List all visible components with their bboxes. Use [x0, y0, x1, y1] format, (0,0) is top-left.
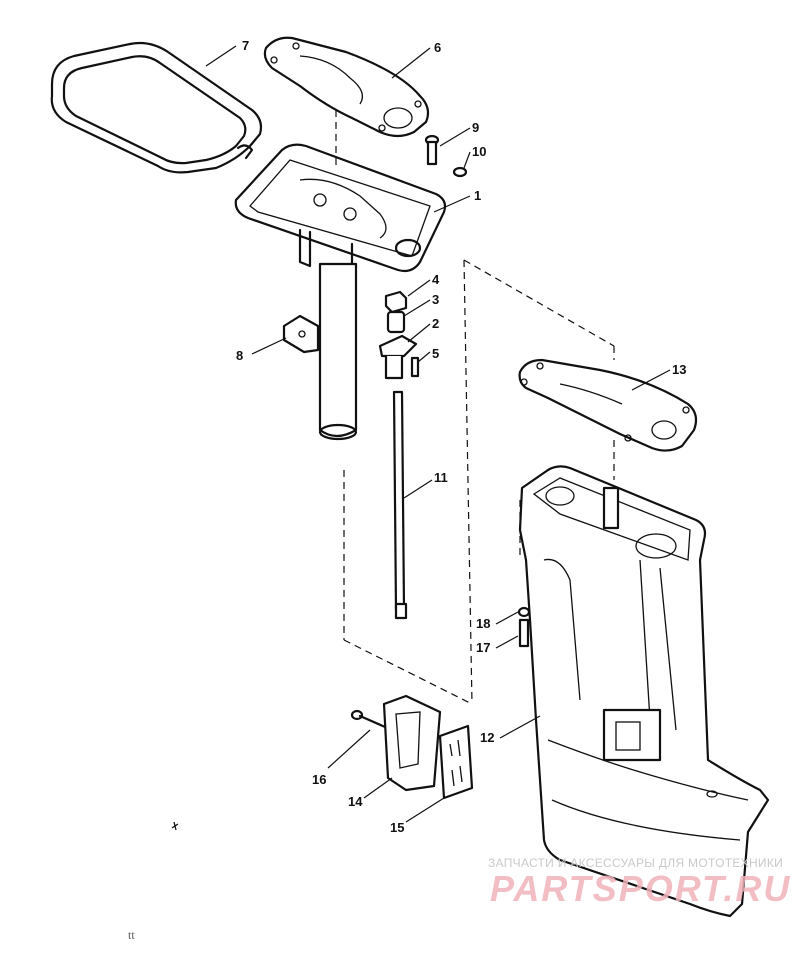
callout-5: 5 [432, 346, 439, 361]
part-13-gasket [518, 358, 698, 452]
callout-12: 12 [480, 730, 494, 745]
callout-labels: 7 6 9 10 1 4 3 2 5 8 11 13 18 17 12 16 1… [236, 38, 686, 835]
part-5-screw [410, 356, 420, 378]
part-3-bushing [386, 310, 406, 334]
part-6-gasket [263, 36, 430, 138]
callout-4: 4 [432, 272, 440, 287]
part-18-washer [517, 606, 531, 618]
callout-10: 10 [472, 144, 486, 159]
callout-13: 13 [672, 362, 686, 377]
callout-2: 2 [432, 316, 439, 331]
callout-3: 3 [432, 292, 439, 307]
part-14-block [382, 694, 442, 792]
callout-9: 9 [472, 120, 479, 135]
callout-17: 17 [476, 640, 490, 655]
part-17-stud [518, 618, 530, 648]
callout-7: 7 [242, 38, 249, 53]
part-15-grille [438, 724, 474, 800]
callout-6: 6 [434, 40, 441, 55]
callout-15: 15 [390, 820, 404, 835]
part-9-bolt [424, 134, 440, 166]
alignment-dashed-lines [335, 110, 615, 705]
watermark-caption: ЗАПЧАСТИ И АКСЕССУАРЫ ДЛЯ МОТОТЕХНИКИ [488, 856, 784, 870]
scan-artifact [171, 821, 179, 831]
part-10-washer [452, 166, 468, 178]
callout-16: 16 [312, 772, 326, 787]
part-2-retainer [378, 334, 418, 380]
callout-18: 18 [476, 616, 490, 631]
scan-mark: tt [128, 928, 135, 942]
part-4-grommet [384, 290, 408, 314]
callout-14: 14 [348, 794, 363, 809]
callout-1: 1 [474, 188, 481, 203]
callout-11: 11 [434, 470, 448, 485]
exhaust-tube [318, 262, 358, 441]
part-8-bracket [282, 314, 320, 354]
watermark-logo: PARTSPORT.RU [490, 868, 792, 909]
leader-lines [205, 45, 671, 823]
callout-8: 8 [236, 348, 243, 363]
part-12-driveshaft-housing [518, 465, 770, 918]
part-11-water-tube [392, 390, 408, 620]
part-7-seal-ring [50, 41, 263, 174]
